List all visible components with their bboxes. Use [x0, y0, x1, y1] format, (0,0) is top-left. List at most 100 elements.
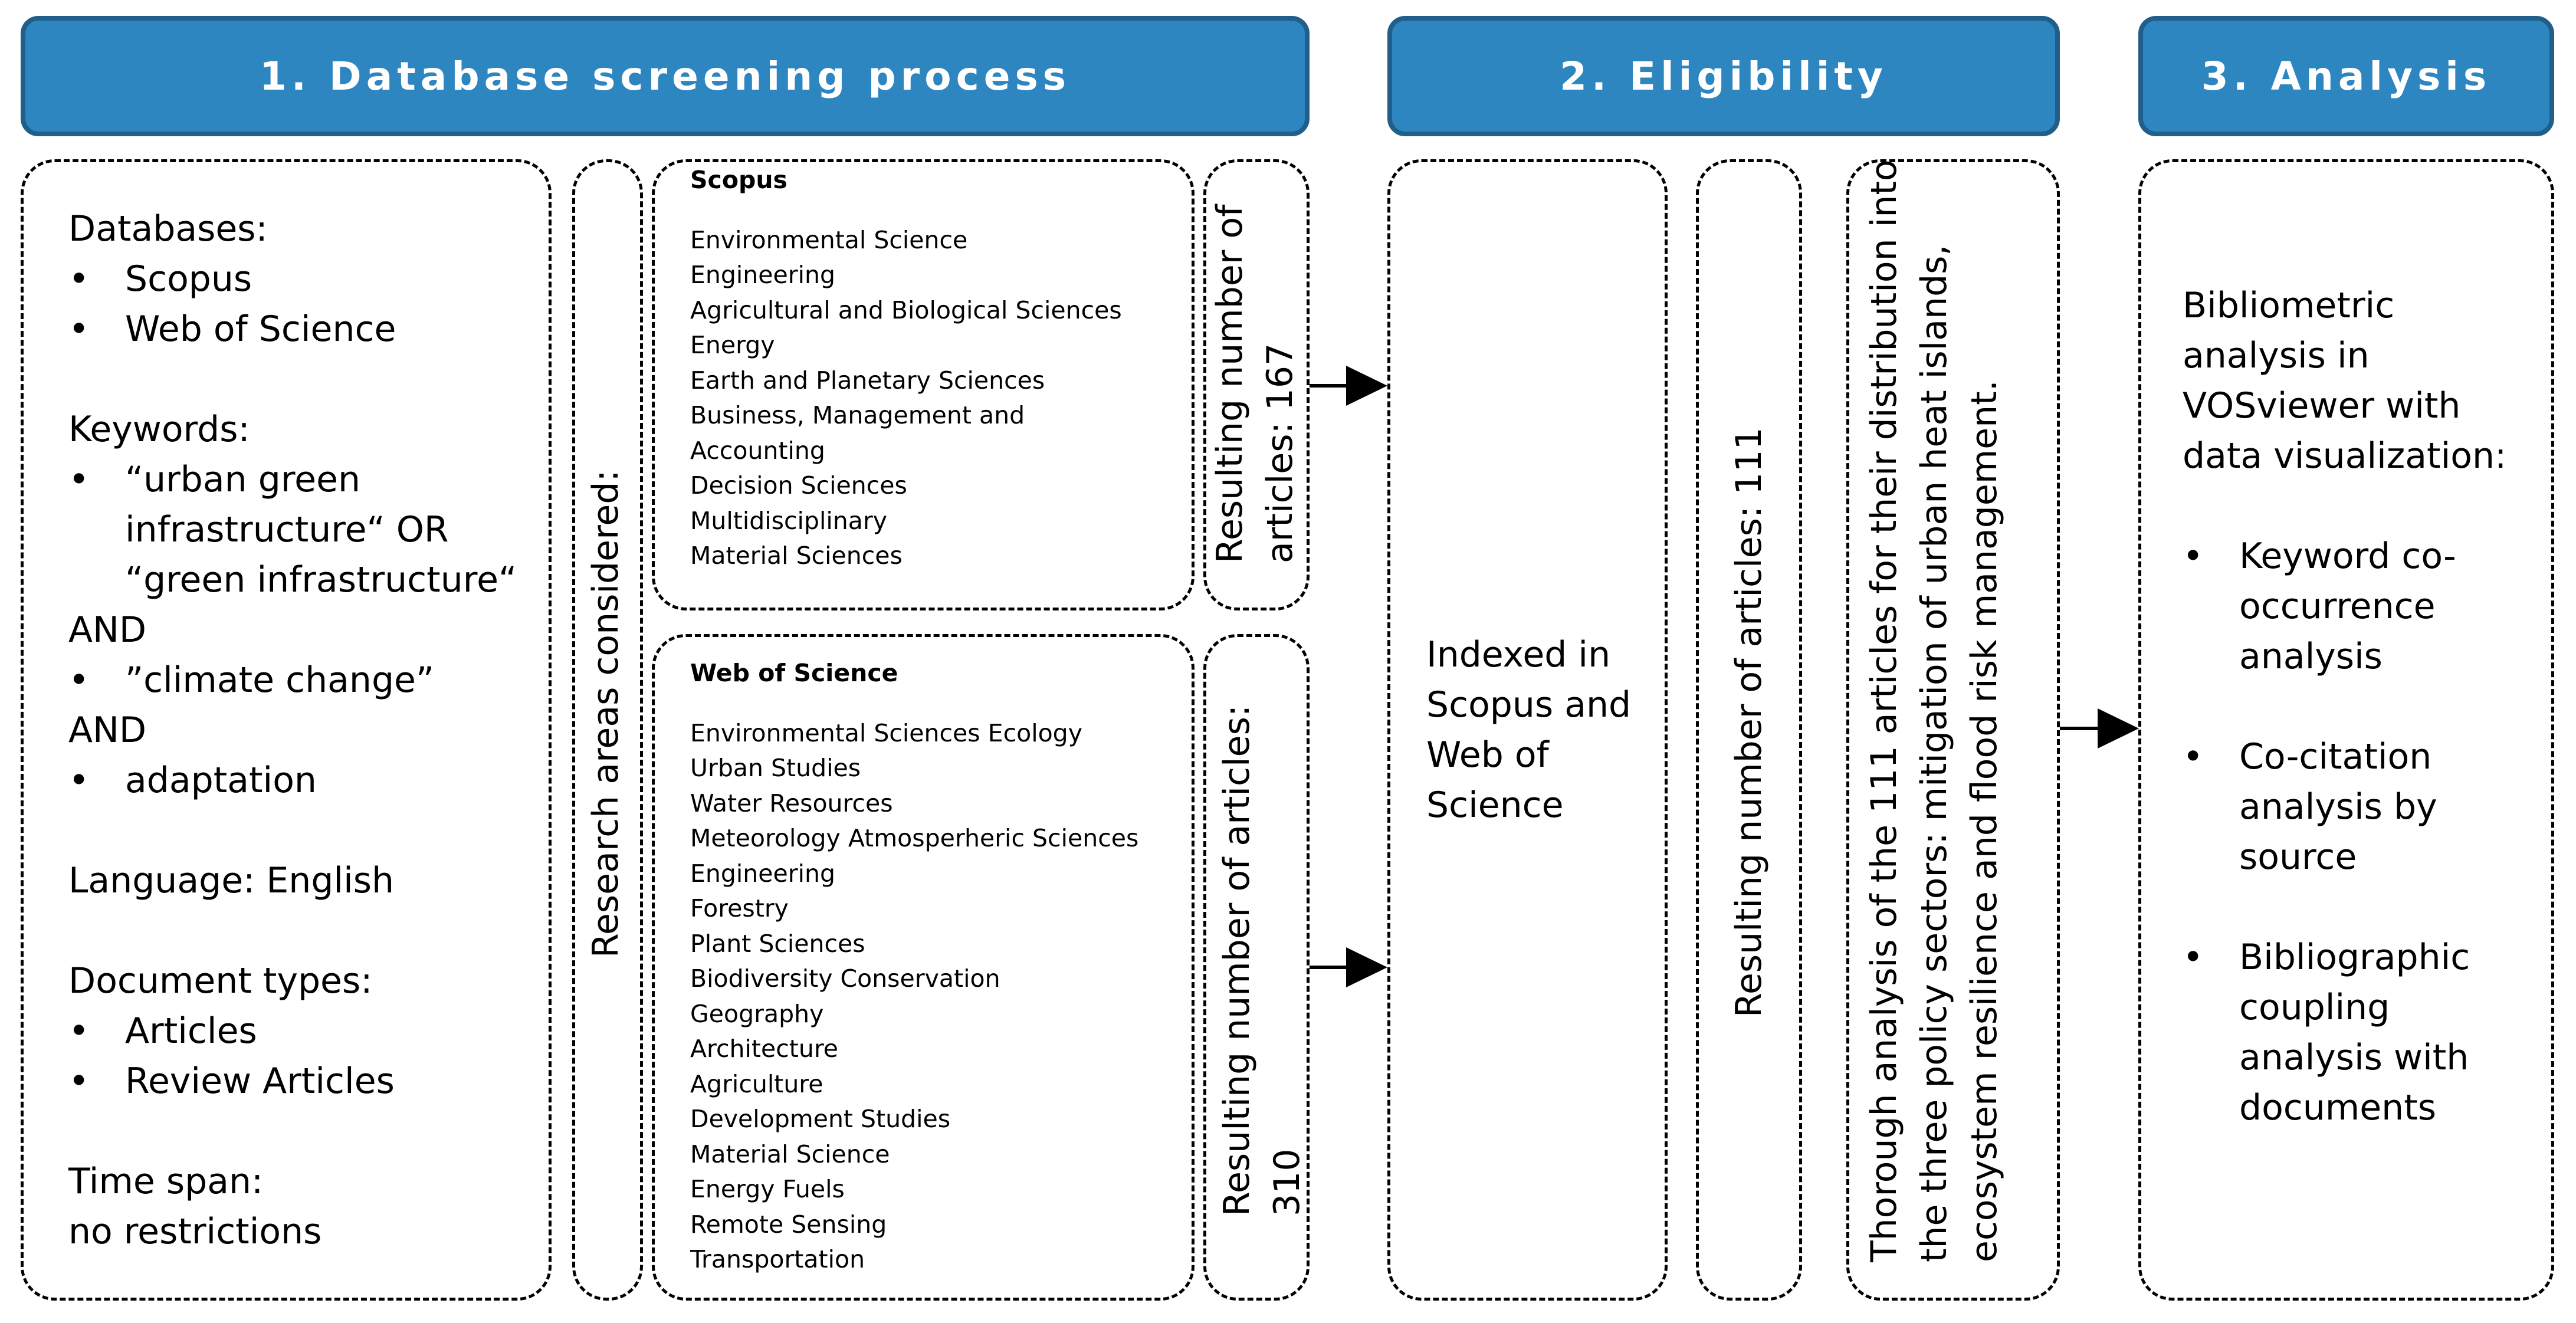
analysis-item-line: analysis with: [2239, 1037, 2469, 1078]
scopus-area: Accounting: [690, 436, 825, 465]
wos-area: Transportation: [690, 1245, 865, 1273]
header-analysis: 3. Analysis: [2138, 16, 2554, 136]
research-areas-label: Research areas considered:: [585, 470, 626, 958]
wos-area: Plant Sciences: [690, 929, 865, 958]
scopus-area: Environmental Science: [690, 225, 968, 254]
analysis-item-line: analysis: [2239, 636, 2383, 677]
header-database-screening: 1. Database screening process: [21, 16, 1310, 136]
scopus-area: Multidisciplinary: [690, 506, 887, 535]
analysis-item-line: analysis by: [2239, 786, 2437, 828]
header-eligibility-label: 2. Eligibility: [1560, 53, 1888, 99]
language-text: Language: English: [68, 860, 395, 901]
thorough-analysis-text: Thorough analysis of the 111 articles fo…: [1859, 159, 2010, 1262]
indexed-line: Scopus and: [1426, 684, 1632, 725]
wos-area: Engineering: [690, 859, 835, 888]
scopus-area: Business, Management and: [690, 401, 1025, 429]
wos-area: Architecture: [690, 1035, 839, 1063]
wos-result-box: [1203, 634, 1310, 1301]
wos-area: Remote Sensing: [690, 1210, 887, 1239]
analysis-item-line: source: [2239, 836, 2357, 878]
header-eligibility: 2. Eligibility: [1387, 16, 2060, 136]
keyword-urban-green-infrastructure: “urban green: [68, 455, 517, 505]
search-criteria-box: [21, 159, 552, 1301]
arrow-eligibility-to-analysis: [2060, 727, 2098, 730]
scopus-areas-box: [652, 159, 1195, 610]
doctype-review-articles: Review Articles: [68, 1056, 517, 1107]
thorough-line: Thorough analysis of the 111 articles fo…: [1863, 159, 1905, 1262]
indexed-line: Web of: [1426, 734, 1549, 776]
scopus-area: Agricultural and Biological Sciences: [690, 296, 1122, 324]
indexed-text: Indexed in Scopus and Web of Science: [1426, 630, 1631, 830]
scopus-area: Decision Sciences: [690, 471, 907, 500]
database-web-of-science: Web of Science: [68, 304, 517, 354]
time-span-label: Time span:: [68, 1161, 264, 1202]
arrowhead-analysis: [2098, 708, 2139, 749]
database-scopus: Scopus: [68, 254, 517, 304]
time-span-value: no restrictions: [68, 1211, 322, 1252]
keyword-line: “green infrastructure“: [125, 559, 517, 600]
wos-area: Energy Fuels: [690, 1175, 845, 1203]
operator-and: AND: [68, 609, 147, 651]
wos-title: Web of Science: [690, 659, 898, 687]
scopus-area: Material Sciences: [690, 541, 903, 570]
wos-result-count: 310: [1266, 1148, 1308, 1216]
doctype-articles: Articles: [68, 1006, 517, 1056]
scopus-area: Engineering: [690, 261, 835, 289]
keyword-climate-change: ”climate change”: [68, 655, 517, 705]
analysis-intro-line: VOSviewer with: [2183, 385, 2461, 426]
wos-result-text: Resulting number of articles: 310: [1212, 705, 1312, 1216]
wos-area: Water Resources: [690, 789, 893, 818]
wos-area: Urban Studies: [690, 754, 861, 782]
wos-result-line: Resulting number of articles:: [1216, 704, 1258, 1216]
scopus-area: Earth and Planetary Sciences: [690, 366, 1045, 395]
analysis-intro-line: Bibliometric: [2183, 285, 2395, 326]
wos-area: Biodiversity Conservation: [690, 964, 1000, 993]
arrowhead-scopus: [1346, 366, 1387, 406]
research-areas-box: [572, 159, 643, 1301]
scopus-title: Scopus: [690, 166, 787, 194]
wos-areas-box: [652, 634, 1195, 1301]
scopus-areas-text: Scopus Environmental Science Engineering…: [690, 163, 1122, 574]
thorough-line: the three policy sectors: mitigation of …: [1914, 244, 1955, 1263]
wos-area: Material Science: [690, 1140, 890, 1168]
scopus-result-count: articles: 167: [1259, 343, 1301, 563]
thorough-analysis-box: [1846, 159, 2060, 1301]
analysis-intro-line: data visualization:: [2183, 435, 2507, 477]
databases-label: Databases:: [68, 208, 268, 250]
wos-area: Agriculture: [690, 1069, 823, 1098]
wos-area: Meteorology Atmosperheric Sciences: [690, 824, 1139, 852]
operator-and: AND: [68, 710, 147, 751]
eligibility-result-box: [1696, 159, 1802, 1301]
wos-area: Development Studies: [690, 1105, 951, 1133]
header-database-screening-label: 1. Database screening process: [259, 53, 1071, 99]
analysis-box: [2138, 159, 2554, 1301]
wos-area: Environmental Sciences Ecology: [690, 718, 1082, 747]
arrow-wos-to-eligibility: [1310, 966, 1346, 969]
analysis-item-keyword: Keyword co-: [2183, 531, 2506, 582]
analysis-item-cocitation: Co-citation: [2183, 732, 2506, 782]
indexed-line: Indexed in: [1426, 634, 1611, 675]
keywords-label: Keywords:: [68, 409, 250, 450]
analysis-item-line: coupling: [2239, 987, 2390, 1028]
keyword-adaptation: adaptation: [68, 756, 517, 806]
search-criteria-text: Databases: Scopus Web of Science Keyword…: [68, 204, 517, 1257]
indexed-box: [1387, 159, 1668, 1301]
analysis-intro-line: analysis in: [2183, 335, 2370, 376]
wos-area: Forestry: [690, 894, 789, 923]
thorough-line: ecosystem resilience and flood risk mana…: [1964, 380, 2005, 1262]
document-types-label: Document types:: [68, 960, 373, 1002]
analysis-item-line: documents: [2239, 1087, 2436, 1128]
scopus-result-box: [1203, 159, 1310, 610]
analysis-item-coupling: Bibliographic: [2183, 933, 2506, 983]
wos-areas-text: Web of Science Environmental Sciences Ec…: [690, 656, 1138, 1278]
keyword-line: infrastructure“ OR: [125, 509, 449, 550]
scopus-result-text: Resulting number of articles: 167: [1205, 205, 1305, 563]
analysis-item-line: occurrence: [2239, 586, 2436, 627]
scopus-result-line: Resulting number of: [1209, 204, 1251, 563]
arrowhead-wos: [1346, 947, 1387, 987]
scopus-area: Energy: [690, 331, 775, 359]
arrow-scopus-to-eligibility: [1310, 384, 1346, 388]
wos-area: Geography: [690, 999, 824, 1028]
indexed-line: Science: [1426, 784, 1564, 826]
eligibility-result-text: Resulting number of articles: 111: [1728, 427, 1770, 1017]
